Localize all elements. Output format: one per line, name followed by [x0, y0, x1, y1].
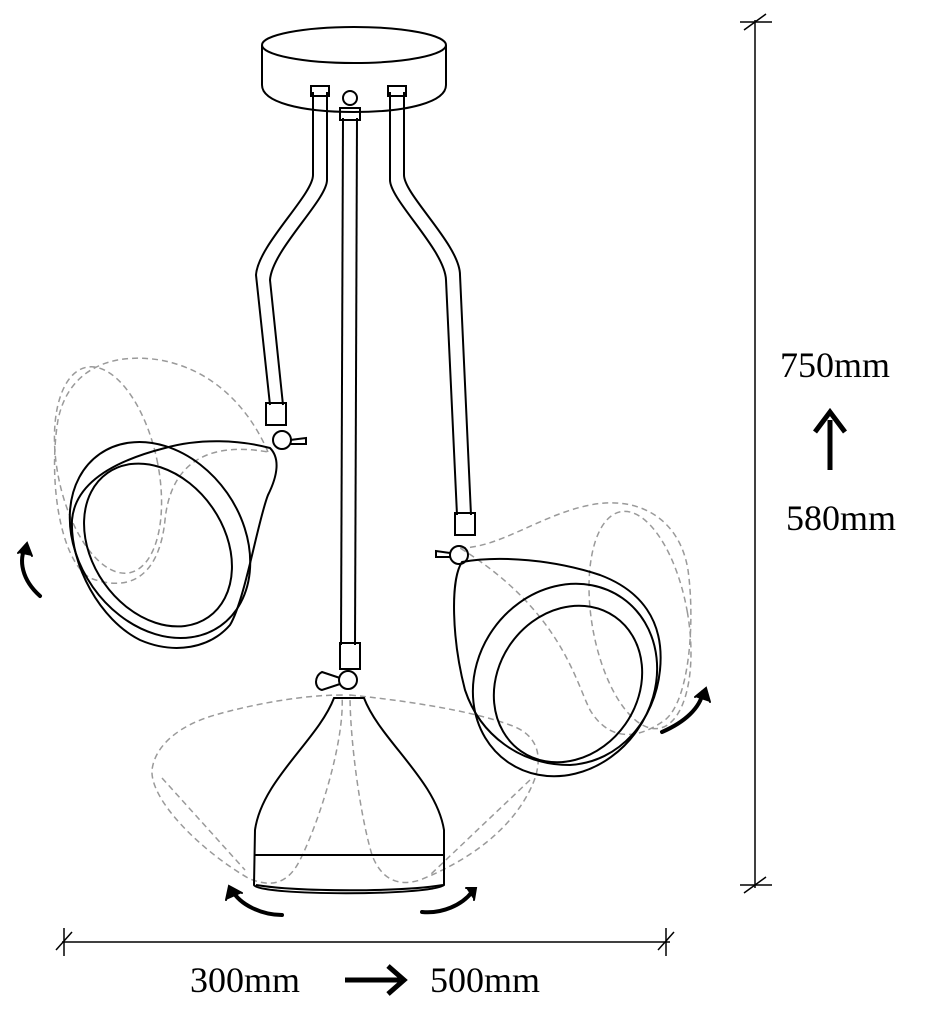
rotation-ghost-outlines: [53, 357, 692, 884]
rotate-arrow-icon: [225, 884, 284, 917]
height-max-label: 750mm: [780, 345, 891, 385]
width-min-label: 300mm: [190, 960, 301, 1000]
up-arrow-icon: [813, 407, 847, 470]
rotate-arrow-icon: [17, 541, 42, 598]
rotate-arrow-icon: [660, 686, 711, 734]
ceiling-canopy: [261, 26, 447, 114]
width-max-label: 500mm: [430, 960, 541, 1000]
left-lamp-shade: [68, 402, 307, 649]
width-dimension-line: [55, 928, 675, 956]
rods: [254, 85, 472, 646]
rotate-arrow-icon: [420, 887, 478, 915]
bottom-lamp-shade: [252, 642, 445, 895]
height-dimension-line: [740, 13, 772, 894]
right-arrow-icon: [345, 964, 408, 996]
height-min-label: 580mm: [786, 498, 897, 538]
right-lamp-shade: [435, 512, 662, 778]
